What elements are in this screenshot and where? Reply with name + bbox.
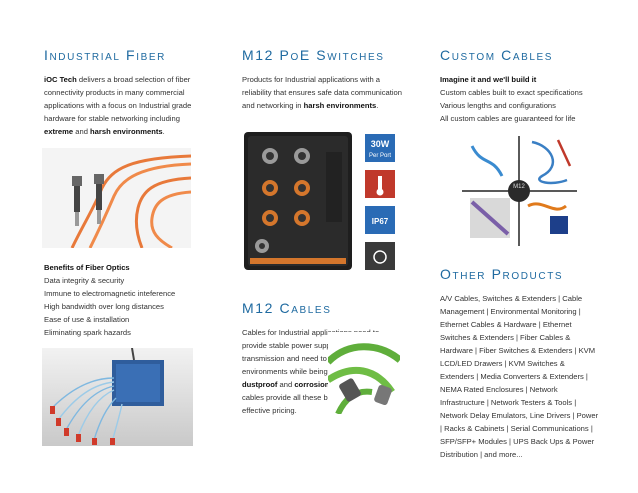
badge-30w: 30W Per Port xyxy=(365,134,395,162)
poe-intro-text-1: Products for Industrial applications wit… xyxy=(242,75,402,110)
badge-ring xyxy=(365,242,395,270)
custom-cables-item: Custom cables built to exact specificati… xyxy=(440,88,583,97)
m12-cables-heading: M12 Cables xyxy=(242,300,332,316)
intro-text-3: . xyxy=(162,127,165,136)
intro-text-1: delivers a broad selection of fiber conn… xyxy=(44,75,192,123)
fiber-patch-cable-image xyxy=(42,148,191,248)
benefits-list: Data integrity & security Immune to elec… xyxy=(44,274,194,339)
custom-cables-item: Various lengths and configurations xyxy=(440,101,556,110)
benefits-title: Benefits of Fiber Optics xyxy=(44,263,130,272)
benefit-item: Eliminating spark hazards xyxy=(44,328,131,337)
custom-cables-heading: Custom Cables xyxy=(440,47,554,63)
poe-intro-text-2: . xyxy=(376,101,379,110)
m12-poe-switches-heading: M12 PoE Switches xyxy=(242,47,385,63)
brand-name: iOC Tech xyxy=(44,75,77,84)
benefit-item: Data integrity & security xyxy=(44,276,125,285)
intro-bold-1: extreme xyxy=(44,127,74,136)
cables-bold-2: dustproof xyxy=(242,380,278,389)
industrial-fiber-heading: Industrial Fiber xyxy=(44,47,166,63)
intro-bold-2: harsh environments xyxy=(90,127,163,136)
poe-intro-bold: harsh environments xyxy=(303,101,377,110)
badge-ip67: IP67 xyxy=(365,206,395,234)
m12-poe-switch-image: 30W Per Port IP67 xyxy=(240,128,402,273)
custom-cables-list: Custom cables built to exact specificati… xyxy=(440,86,610,125)
intro-text-2: and xyxy=(73,127,91,136)
fiber-enclosure-image xyxy=(42,348,193,446)
svg-text:Per Port: Per Port xyxy=(369,153,391,159)
other-products-text: A/V Cables, Switches & Extenders | Cable… xyxy=(440,294,599,459)
other-products-heading: Other Products xyxy=(440,266,564,282)
badge-temperature xyxy=(365,170,395,198)
benefit-item: Immune to electromagnetic inteference xyxy=(44,289,176,298)
industrial-fiber-intro: iOC Tech delivers a broad selection of f… xyxy=(44,73,194,138)
custom-cables-lead: Imagine it and we'll build it xyxy=(440,75,537,84)
svg-text:IP67: IP67 xyxy=(372,217,389,226)
cables-text-1: Cables for Industrial applications need … xyxy=(242,328,384,376)
svg-text:30W: 30W xyxy=(371,139,390,149)
m12-poe-intro: Products for Industrial applications wit… xyxy=(242,73,402,112)
custom-cables-collage-image: M12 xyxy=(462,136,577,246)
benefit-item: High bandwidth over long distances xyxy=(44,302,164,311)
cables-text-3: and xyxy=(277,380,295,389)
m12-cable-image xyxy=(328,332,400,414)
custom-cables-item: All custom cables are guaranteed for lif… xyxy=(440,114,576,123)
m12-label: M12 xyxy=(513,184,525,190)
benefit-item: Ease of use & installation xyxy=(44,315,130,324)
